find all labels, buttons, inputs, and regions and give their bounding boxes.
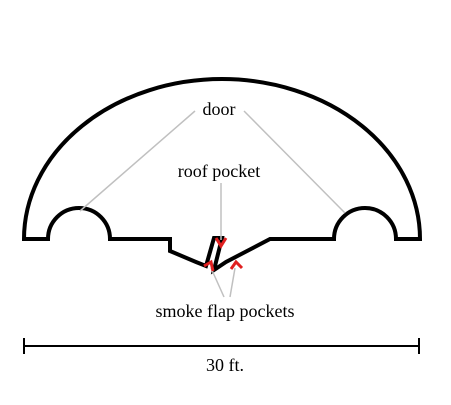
roof-pocket-marker [214, 237, 228, 249]
smoke-flap-leader-right [229, 267, 236, 298]
door-leader-right [243, 110, 346, 214]
smoke-flap-pockets-label: smoke flap pockets [156, 301, 295, 321]
smoke-flap-pocket-left-marker [203, 259, 215, 272]
width-label: 30 ft. [206, 355, 244, 375]
smoke-flap-leader-left [210, 267, 225, 298]
tipi-cover-outline [21, 77, 423, 275]
door-label: door [203, 99, 236, 119]
smoke-flap-pocket-right-marker [229, 259, 244, 270]
door-leader-left [79, 110, 196, 212]
roof-pocket-label: roof pocket [178, 161, 260, 181]
